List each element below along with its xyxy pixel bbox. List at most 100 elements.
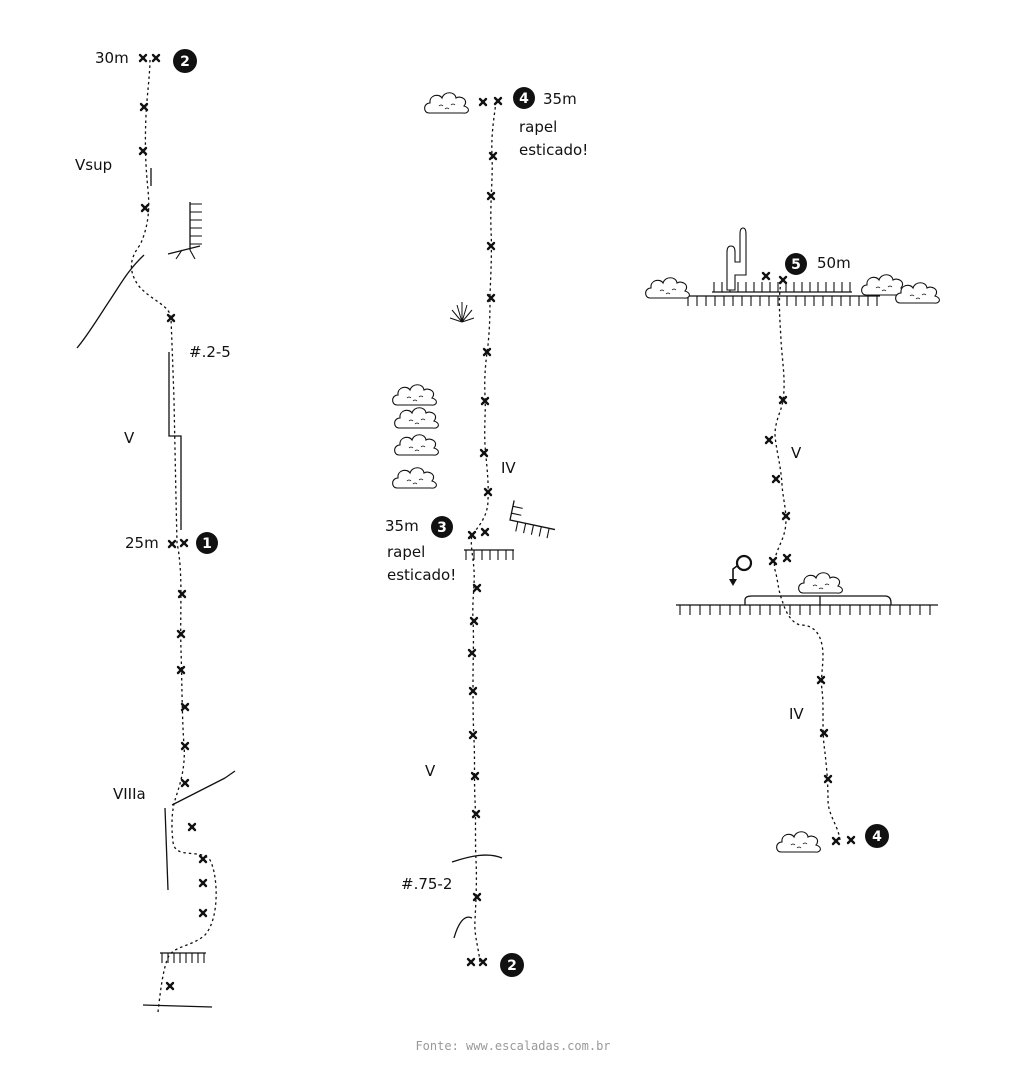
crack-line xyxy=(451,854,503,863)
bolt-icon xyxy=(819,728,829,738)
base-ledge xyxy=(160,952,206,963)
bush-icon xyxy=(392,467,437,489)
anchor-number-badge xyxy=(785,253,807,275)
bolt-icon xyxy=(198,908,208,918)
anchor-note: esticado! xyxy=(519,141,588,159)
anchor-bolt-icon xyxy=(493,96,503,106)
gear-label: #.2-5 xyxy=(189,343,231,361)
pitch-1: 1 25m 2 30m VIIIa V #.2-5 Vsup xyxy=(75,49,236,1013)
anchor-3-ledge xyxy=(464,549,514,560)
anchor-bolt-icon xyxy=(138,53,148,63)
grade-label: V xyxy=(791,444,802,462)
anchor-bolt-icon xyxy=(778,275,788,285)
crack-line xyxy=(76,254,145,349)
bolt-icon xyxy=(139,102,149,112)
bolt-icon xyxy=(165,981,175,991)
bolt-icon xyxy=(138,146,148,156)
bolt-icon xyxy=(486,191,496,201)
anchor-number: 4 xyxy=(519,91,529,107)
bolt-icon xyxy=(486,241,496,251)
anchor-number-badge xyxy=(865,824,889,848)
crack-line xyxy=(453,916,473,939)
cactus-icon xyxy=(726,227,747,291)
bolt-group xyxy=(761,271,856,846)
bush-icon xyxy=(861,274,906,296)
grade-label: V xyxy=(425,762,436,780)
anchor-4-start: 4 xyxy=(865,824,889,848)
bush-icon xyxy=(776,831,821,853)
bolt-group xyxy=(466,96,503,967)
bolt-icon xyxy=(187,822,197,832)
anchor-5: 5 50m xyxy=(785,253,851,275)
anchor-note: rapel xyxy=(519,118,557,136)
rappel-ring-icon xyxy=(729,554,753,586)
anchor-bolt-icon xyxy=(478,97,488,107)
anchor-length-label: 35m xyxy=(543,90,577,108)
bolt-icon xyxy=(468,686,478,696)
bolt-icon xyxy=(764,435,774,445)
bush-icon xyxy=(424,92,469,114)
anchor-number: 2 xyxy=(180,54,190,70)
anchor-bolt-icon xyxy=(480,527,490,537)
bolt-icon xyxy=(472,583,482,593)
plant-icon xyxy=(449,302,475,323)
anchor-2-top: 2 30m xyxy=(95,49,197,73)
grade-label: Vsup xyxy=(75,156,112,174)
bolt-icon xyxy=(483,487,493,497)
dihedral-line xyxy=(168,352,182,530)
lower-ledge xyxy=(676,595,938,615)
anchor-number-badge xyxy=(513,87,535,109)
crack-line xyxy=(164,807,169,891)
overhang-feature xyxy=(167,202,202,260)
anchor-length-label: 35m xyxy=(385,517,419,535)
anchor-bolt-icon xyxy=(846,835,856,845)
anchor-3: 3 35m rapel esticado! xyxy=(385,516,456,584)
grade-label: V xyxy=(124,429,135,447)
anchor-number: 5 xyxy=(791,257,801,273)
bolt-icon xyxy=(771,474,781,484)
anchor-bolt-icon xyxy=(761,271,771,281)
anchor-bolt-icon xyxy=(167,539,177,549)
grade-label: VIIIa xyxy=(113,785,146,803)
anchor-bolt-icon xyxy=(478,957,488,967)
anchor-number-badge xyxy=(500,953,524,977)
anchor-bolt-icon xyxy=(151,53,161,63)
bolt-icon xyxy=(177,589,187,599)
anchor-number-badge xyxy=(196,532,218,554)
bush-icon xyxy=(394,407,439,429)
anchor-bolt-icon xyxy=(831,836,841,846)
route-line xyxy=(773,281,841,841)
bolt-icon xyxy=(469,616,479,626)
anchor-number: 4 xyxy=(872,829,882,845)
anchor-number-badge xyxy=(173,49,197,73)
anchor-number-badge xyxy=(431,516,453,538)
anchor-note: rapel xyxy=(387,543,425,561)
anchor-bolt-icon xyxy=(179,538,189,548)
crack-line xyxy=(171,770,236,806)
anchor-number: 2 xyxy=(507,958,517,974)
bolt-icon xyxy=(198,878,208,888)
bush-icon xyxy=(392,384,437,406)
anchor-number: 3 xyxy=(437,520,447,536)
anchor-1: 1 25m xyxy=(125,532,218,554)
bolt-icon xyxy=(468,730,478,740)
anchor-2-start: 2 xyxy=(500,953,524,977)
anchor-bolt-icon xyxy=(466,957,476,967)
bolt-icon xyxy=(198,854,208,864)
anchor-number: 1 xyxy=(202,536,212,552)
bolt-icon xyxy=(782,553,792,563)
anchor-length-label: 25m xyxy=(125,534,159,552)
ground-line xyxy=(142,1004,213,1008)
source-credit: Fonte: www.escaladas.com.br xyxy=(415,1039,610,1053)
grade-label: IV xyxy=(789,705,804,723)
bolt-group xyxy=(138,53,208,991)
anchor-note: esticado! xyxy=(387,566,456,584)
bolt-icon xyxy=(467,648,477,658)
tilted-flake-feature xyxy=(509,500,556,539)
bolt-icon xyxy=(486,293,496,303)
bolt-icon xyxy=(472,892,482,902)
anchor-length-label: 50m xyxy=(817,254,851,272)
bush-icon xyxy=(394,434,439,456)
bolt-icon xyxy=(140,203,150,213)
